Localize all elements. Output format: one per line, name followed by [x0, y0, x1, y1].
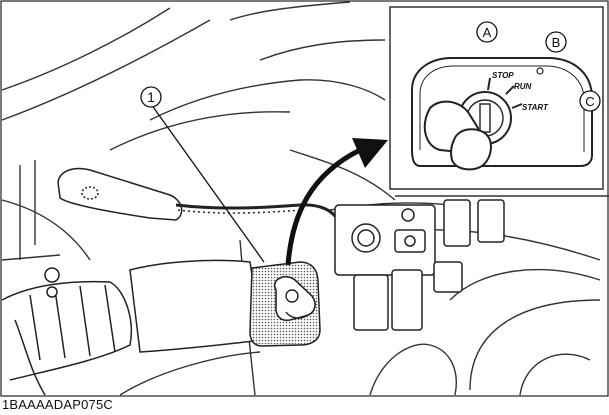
callout-1-circle [140, 86, 162, 108]
callout-1-leader [150, 103, 265, 263]
key-switch-highlight [249, 261, 321, 347]
position-run-label: RUN [514, 82, 532, 91]
inset-detail: STOP RUN START A B C [389, 6, 604, 190]
throttle-lever [57, 167, 342, 226]
joystick-boot [1, 259, 263, 396]
position-stop-label: STOP [492, 71, 514, 80]
callout-a-circle [476, 21, 498, 43]
callout-c-label: C [585, 94, 594, 109]
dashboard-panel [334, 199, 505, 331]
callout-b-label: B [552, 35, 561, 50]
callout-a-label: A [483, 25, 492, 40]
position-start-label: START [522, 103, 549, 112]
callout-c-circle [579, 90, 601, 112]
callout-1-label: 1 [147, 89, 155, 105]
callout-b-circle [545, 31, 567, 53]
cabin-background [1, 1, 609, 396]
figure-code: 1BAAAADAP075C [2, 397, 113, 412]
zoom-arrow [285, 138, 388, 266]
